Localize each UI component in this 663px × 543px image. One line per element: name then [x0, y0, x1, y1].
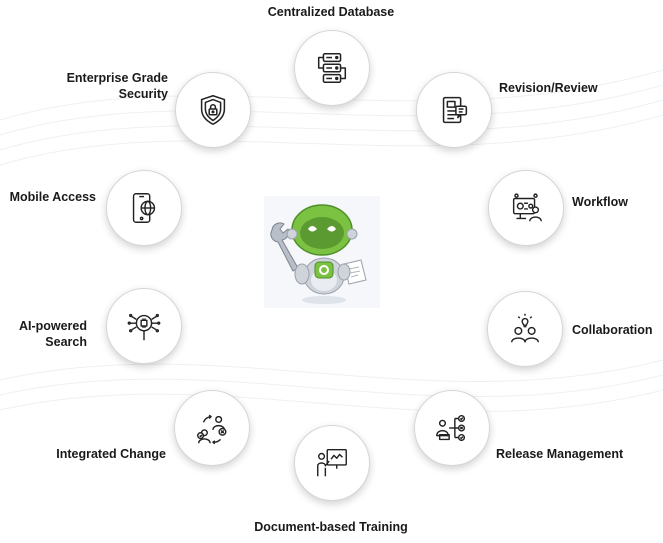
node-collaboration[interactable] [487, 291, 563, 367]
label-collaboration: Collaboration [572, 323, 653, 337]
node-document-based-training[interactable] [294, 425, 370, 501]
label-revision-review: Revision/Review [499, 81, 598, 95]
security-shield-icon [200, 94, 226, 126]
mobile-globe-icon [132, 193, 156, 223]
ai-search-icon [127, 313, 161, 341]
label-enterprise-line1: Enterprise Grade [66, 71, 168, 85]
release-management-icon [436, 414, 466, 442]
label-ai-powered-line1: AI-powered [18, 319, 87, 333]
node-ai-powered-search[interactable] [106, 288, 182, 364]
label-integrated-change: Integrated Change [56, 447, 166, 461]
label-ai-powered-search: AI-powered Search [0, 318, 87, 350]
node-revision-review[interactable] [416, 72, 492, 148]
document-icon [343, 259, 367, 285]
label-mobile-access: Mobile Access [9, 190, 96, 204]
database-server-icon [317, 52, 347, 84]
node-mobile-access[interactable] [106, 170, 182, 246]
label-release-management: Release Management [496, 447, 624, 461]
workflow-icon [512, 193, 542, 222]
robot-mascot-icon [264, 196, 380, 308]
change-cycle-icon [197, 414, 227, 445]
label-enterprise-security: Enterprise Grade Security [40, 70, 168, 102]
node-enterprise-security[interactable] [175, 72, 251, 148]
document-review-icon [442, 96, 468, 124]
label-enterprise-line2: Security [118, 87, 168, 101]
training-board-icon [317, 448, 347, 477]
collaboration-icon [510, 313, 540, 343]
label-document-based-training: Document-based Training [254, 520, 408, 534]
label-ai-powered-line2: Search [45, 335, 87, 349]
node-workflow[interactable] [488, 170, 564, 246]
label-workflow: Workflow [572, 195, 629, 209]
node-centralized-database[interactable] [294, 30, 370, 106]
label-centralized-database: Centralized Database [267, 5, 395, 19]
node-release-management[interactable] [414, 390, 490, 466]
node-integrated-change[interactable] [174, 390, 250, 466]
